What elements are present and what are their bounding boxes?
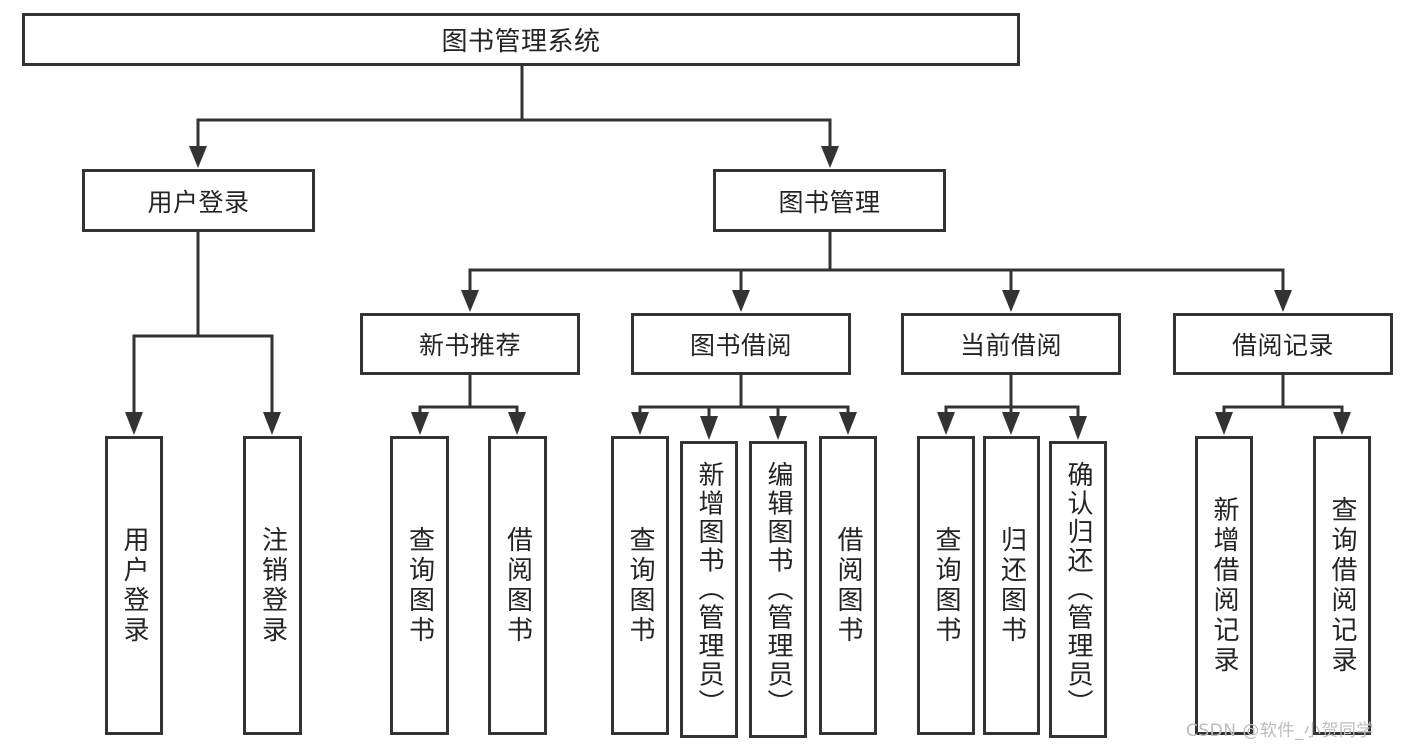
arrowhead	[1215, 412, 1233, 435]
node-user-login-branch: 用户登录	[82, 169, 315, 232]
leaf-query-books-current: 查询图书	[917, 436, 975, 735]
leaf-user-login: 用户登录	[105, 436, 163, 735]
leaf-query-borrow-record: 查询借阅记录	[1313, 436, 1371, 735]
node-label: 图书管理	[778, 187, 881, 217]
arrowhead	[732, 290, 750, 312]
node-label: 新书推荐	[418, 331, 521, 360]
node-label: 归还图书	[996, 525, 1027, 646]
arrowhead	[769, 416, 787, 440]
node-label: 确认归还（管理员）	[1063, 461, 1093, 718]
arrowhead	[263, 412, 281, 435]
node-new-book-recommend: 新书推荐	[360, 313, 580, 375]
node-label: 借阅记录	[1231, 331, 1334, 360]
arrowhead	[125, 412, 143, 435]
node-book-management-system: 图书管理系统	[22, 13, 1020, 66]
leaf-add-books-admin: 新增图书（管理员）	[680, 441, 738, 738]
arrowhead	[189, 146, 207, 168]
node-label: 注销登录	[257, 525, 288, 646]
leaf-add-borrow-record: 新增借阅记录	[1195, 436, 1253, 735]
connector-group-book-borrowing	[631, 375, 857, 440]
arrowhead	[839, 412, 857, 435]
connector-group-current-borrowing	[937, 375, 1087, 440]
leaf-logout: 注销登录	[243, 436, 302, 735]
connector-group-book-management	[461, 232, 1292, 312]
node-book-management-branch: 图书管理	[713, 169, 946, 232]
connector-group-new-book-recommend	[411, 375, 526, 435]
arrowhead	[411, 412, 429, 435]
connector-group-root	[189, 66, 839, 168]
node-label: 用户登录	[147, 187, 250, 217]
node-label: 借阅图书	[833, 525, 863, 646]
arrowhead	[508, 412, 526, 435]
node-label: 借阅图书	[502, 525, 533, 646]
leaf-borrow-books-recommend: 借阅图书	[488, 436, 547, 735]
arrowhead	[1333, 412, 1351, 435]
arrowhead	[1274, 290, 1292, 312]
leaf-query-books-borrowing: 查询图书	[611, 436, 669, 735]
arrowhead	[1002, 290, 1020, 312]
node-label: 查询借阅记录	[1327, 495, 1357, 676]
connector-group-borrowing-records	[1215, 375, 1351, 435]
node-label: 当前借阅	[959, 331, 1062, 360]
leaf-edit-books-admin: 编辑图书（管理员）	[749, 441, 807, 738]
leaf-query-books-recommend: 查询图书	[390, 436, 449, 735]
leaf-return-books: 归还图书	[983, 436, 1040, 735]
watermark: CSDN @软件_小贺同学	[1186, 721, 1374, 741]
node-label: 图书借阅	[689, 331, 792, 360]
arrowhead	[937, 412, 955, 435]
arrowhead	[1069, 416, 1087, 440]
node-label: 新增借阅记录	[1209, 495, 1239, 676]
node-borrowing-records: 借阅记录	[1173, 313, 1393, 375]
leaf-confirm-return-admin: 确认归还（管理员）	[1049, 441, 1107, 738]
arrowhead	[700, 416, 718, 440]
node-label: 编辑图书（管理员）	[763, 461, 793, 718]
arrowhead	[631, 412, 649, 435]
node-label: 查询图书	[625, 525, 655, 646]
node-label: 查询图书	[404, 525, 435, 646]
connector-group-user-login	[125, 232, 281, 435]
node-label: 查询图书	[931, 525, 961, 646]
arrowhead	[1002, 412, 1020, 435]
node-current-borrowing: 当前借阅	[901, 313, 1121, 375]
arrowhead	[821, 146, 839, 168]
node-label: 图书管理系统	[441, 27, 601, 57]
node-label: 用户登录	[119, 525, 149, 646]
leaf-borrow-books-borrowing: 借阅图书	[819, 436, 877, 735]
node-book-borrowing: 图书借阅	[631, 313, 851, 375]
node-label: 新增图书（管理员）	[694, 461, 724, 718]
arrowhead	[461, 290, 479, 312]
